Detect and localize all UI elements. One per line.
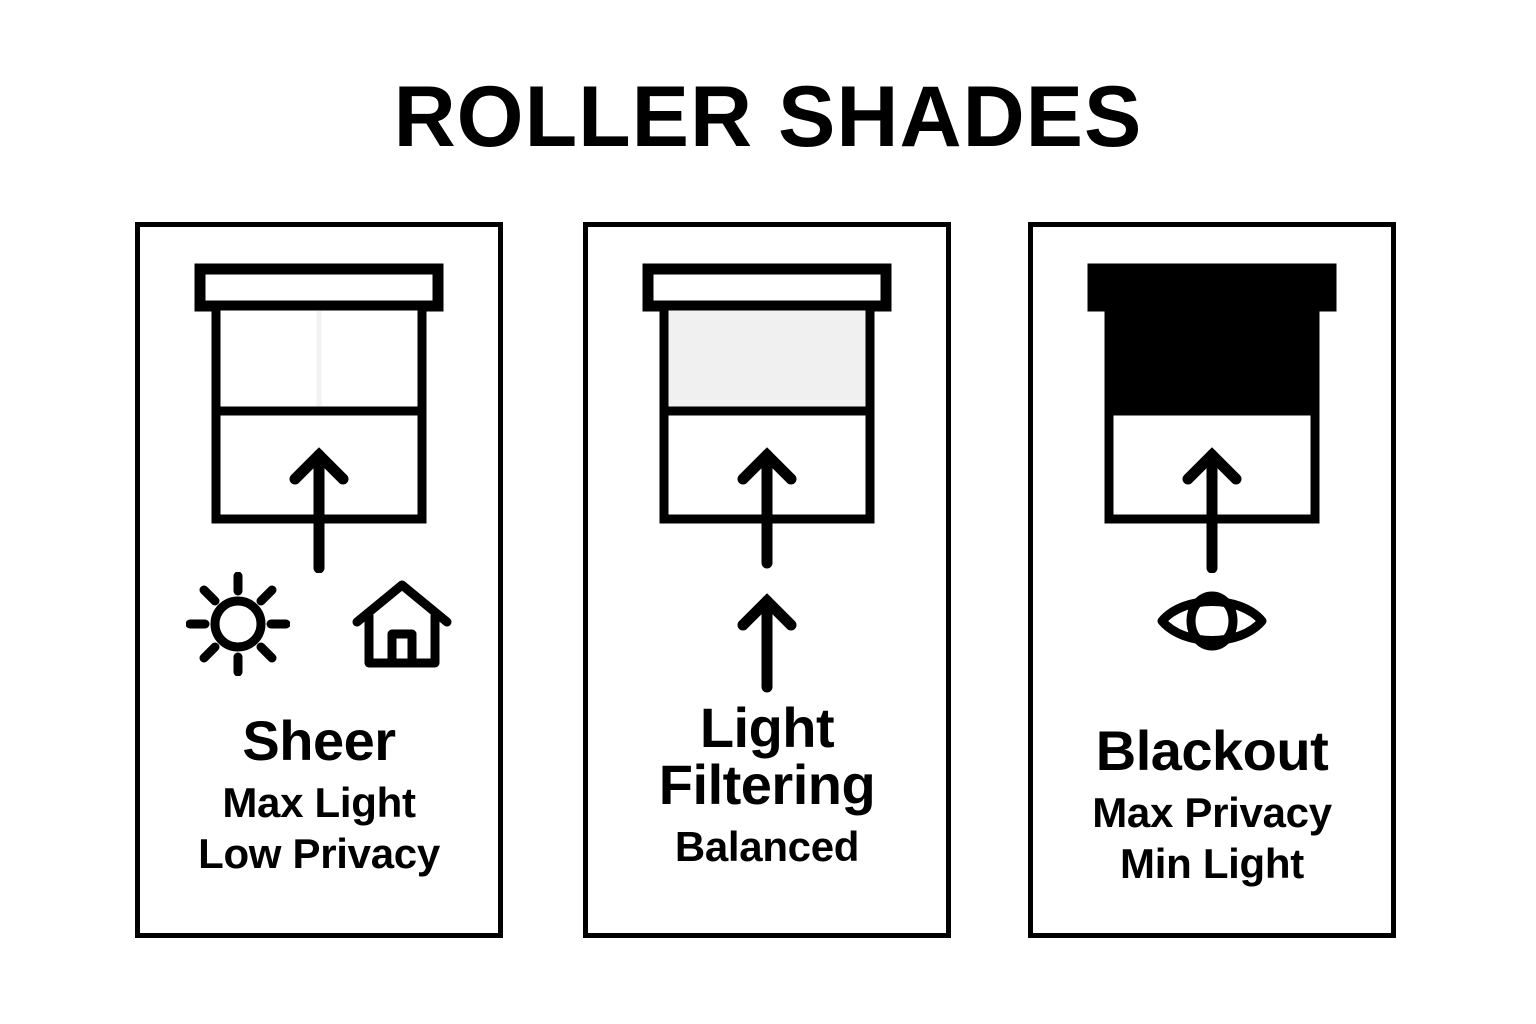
up-arrow-sheer (289, 447, 349, 573)
sun-icon (186, 572, 290, 676)
headrail-light-filtering (642, 263, 892, 312)
panel-heading-sheer: Sheer (242, 709, 396, 772)
panel-heading-line-2-light-filtering: Filtering (658, 753, 876, 817)
up-arrow-blackout (1182, 447, 1242, 573)
shade-fabric-light-filtering (659, 301, 875, 416)
up-arrow-light-filtering-2 (737, 593, 797, 693)
page-title: ROLLER SHADES (393, 69, 1143, 165)
panel-heading-blackout: Blackout (1095, 719, 1329, 782)
panel-sub-line-1-blackout: Max Privacy (1092, 789, 1332, 837)
icon-row-sheer (140, 572, 498, 676)
shade-fabric-blackout (1104, 301, 1320, 416)
panel-sub-line-1-light-filtering: Balanced (674, 823, 860, 871)
panel-sub-line-1-sheer: Max Light (222, 779, 416, 827)
panel-heading-line-1-light-filtering: Light (699, 696, 835, 759)
label-block-light-filtering: Light Filtering Balanced (588, 699, 946, 872)
shade-illustration-light-filtering (642, 263, 892, 693)
panel-sheer[interactable]: Sheer Max Light Low Privacy (135, 222, 503, 938)
house-icon (352, 578, 452, 670)
label-block-sheer: Sheer Max Light Low Privacy (140, 712, 498, 880)
icon-row-blackout (1033, 587, 1391, 655)
panel-light-filtering[interactable]: Light Filtering Balanced (583, 222, 951, 938)
panel-sub-line-2-blackout: Min Light (1120, 840, 1304, 888)
panel-blackout[interactable]: Blackout Max Privacy Min Light (1028, 222, 1396, 938)
up-arrow-light-filtering-1 (737, 447, 797, 569)
label-block-blackout: Blackout Max Privacy Min Light (1033, 722, 1391, 890)
shade-illustration-blackout (1087, 263, 1337, 573)
headrail-sheer (194, 263, 444, 312)
headrail-blackout (1087, 263, 1337, 312)
shade-illustration-sheer (194, 263, 444, 573)
eye-icon (1156, 587, 1268, 655)
panel-sub-line-2-sheer: Low Privacy (198, 830, 440, 878)
